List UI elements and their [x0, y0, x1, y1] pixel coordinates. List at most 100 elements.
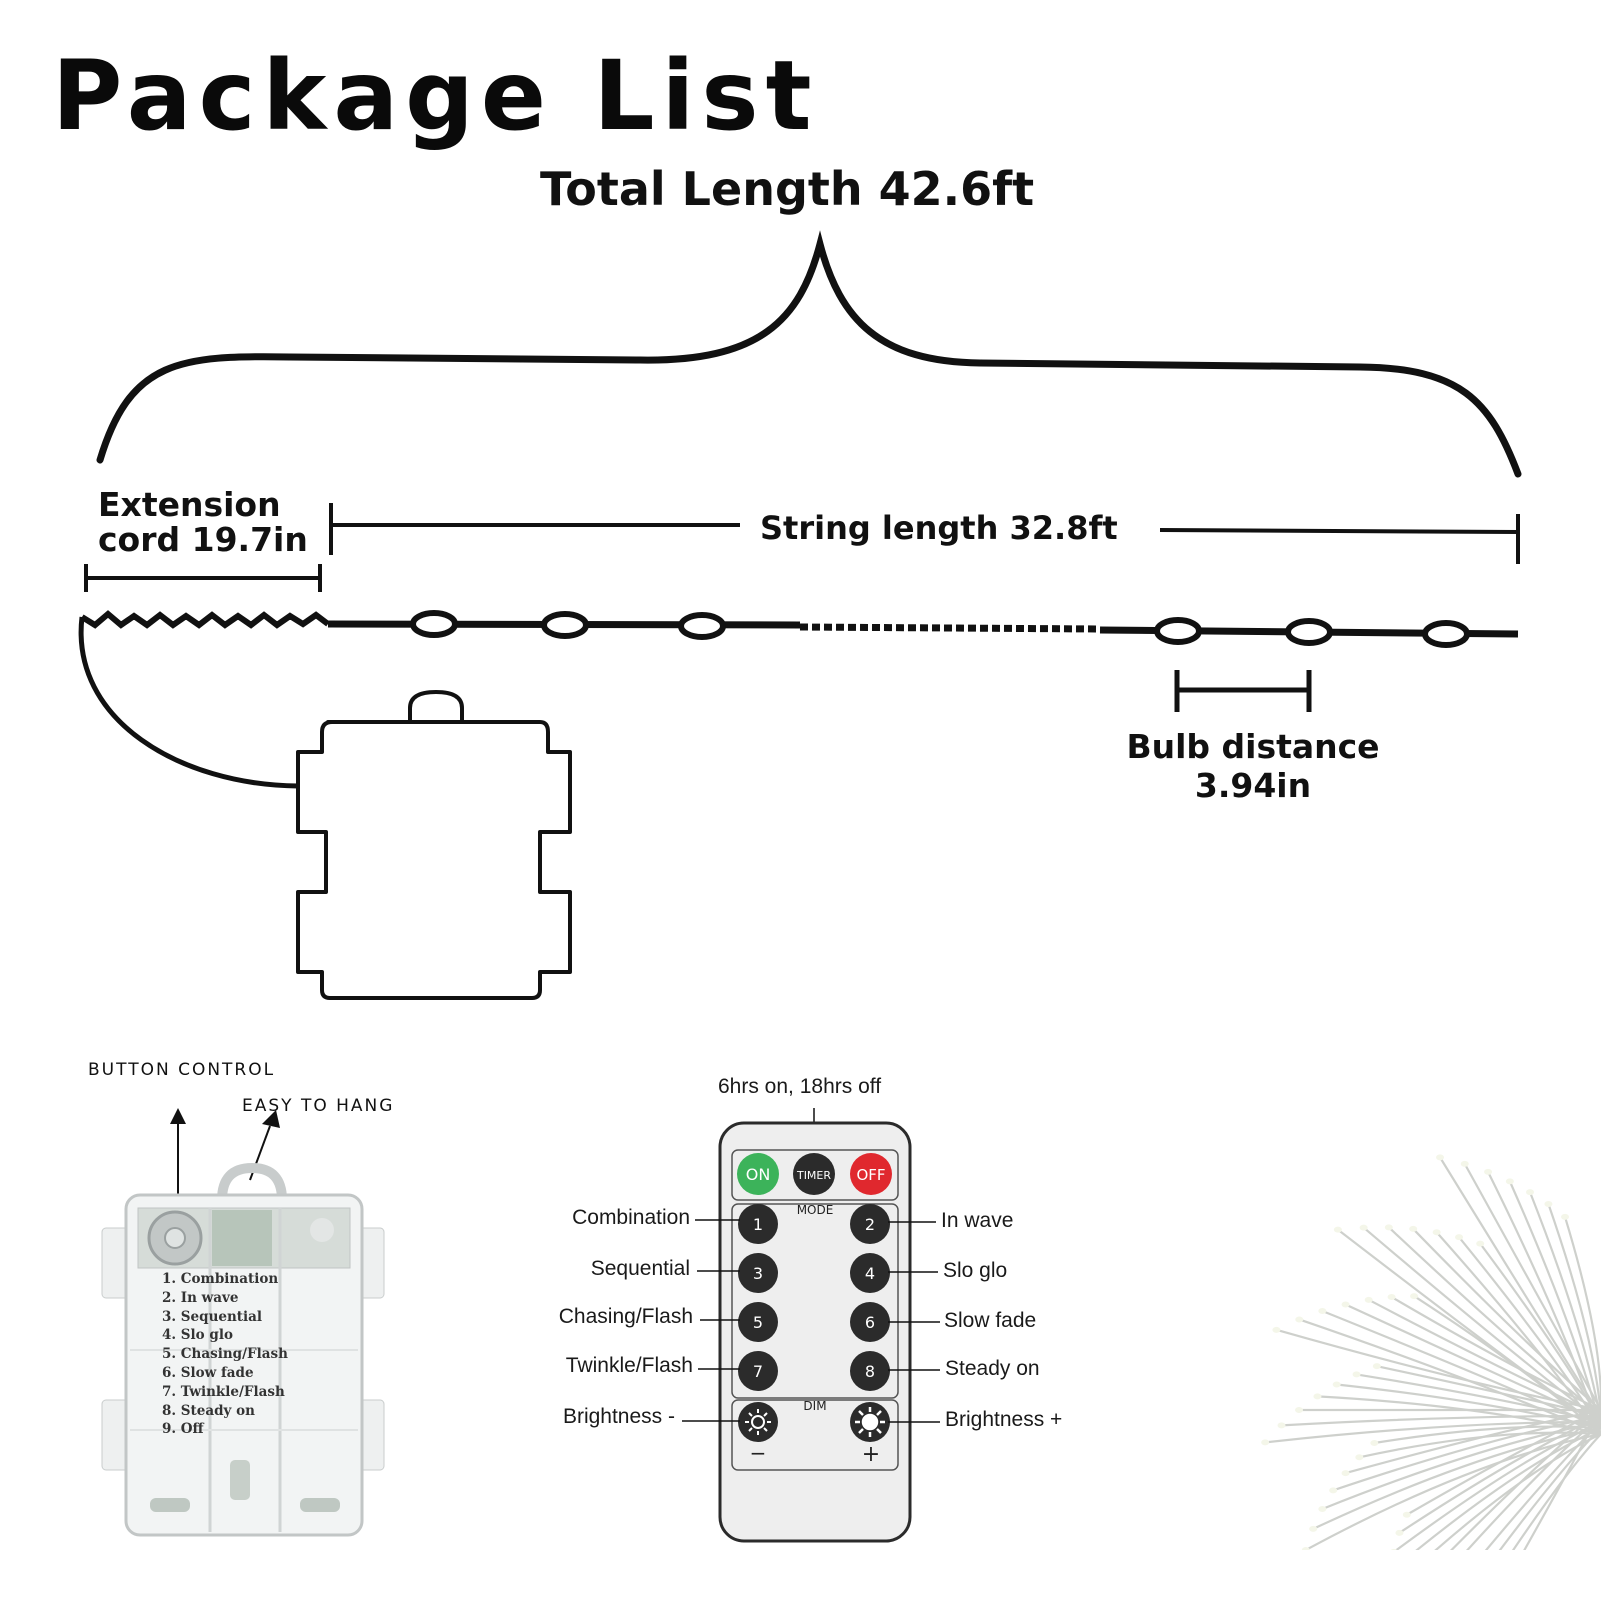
bulb-distance-line2: 3.94in	[1194, 765, 1312, 805]
mode-item: 5. Chasing/Flash	[162, 1346, 288, 1363]
wire-strand	[1362, 1226, 1601, 1423]
bulbs	[410, 610, 1470, 648]
bulb	[1154, 617, 1202, 645]
bulb	[678, 612, 726, 640]
led-dot	[1455, 1234, 1464, 1241]
wire-strand	[1463, 1163, 1601, 1411]
bulb-distance-dimension	[1174, 670, 1312, 712]
timer-button	[793, 1153, 835, 1195]
remote-label-slow-fade: Slow fade	[944, 1309, 1037, 1332]
extension-cord-line1: Extension	[98, 485, 281, 524]
led-dot	[1460, 1160, 1469, 1167]
battery-box-mode-list: 1. Combination 2. In wave 3. Sequential …	[162, 1270, 288, 1439]
wire-strand	[1523, 1409, 1601, 1550]
remote-label-slo-glo: Slo glo	[943, 1259, 1008, 1282]
page-title: Package List	[52, 40, 819, 152]
number-buttons: 1 2 3 4 5 6 7 8	[738, 1204, 890, 1391]
led-dot	[1409, 1225, 1418, 1232]
battery-box-hook	[408, 689, 464, 722]
mode-item: 1. Combination	[162, 1271, 279, 1287]
led-dot	[1261, 1439, 1270, 1446]
button-3-label: 3	[753, 1264, 763, 1283]
wire-strand	[1321, 1420, 1601, 1510]
fairy-lights-photo	[1261, 1154, 1601, 1550]
wire-strand	[1265, 1420, 1601, 1444]
mode-item: 9. Off	[162, 1421, 204, 1438]
wire-strand	[1466, 1415, 1601, 1550]
off-button-label: OFF	[856, 1166, 885, 1184]
total-length-label: Total Length 42.6ft	[540, 162, 1035, 216]
led-dot	[1370, 1440, 1379, 1447]
extension-cord-label: Extension cord 19.7in	[98, 485, 308, 559]
wire-strand	[1305, 1432, 1601, 1550]
battery-cord	[78, 616, 299, 789]
string-length-label: String length 32.8ft	[760, 509, 1118, 547]
led-dot	[1372, 1363, 1381, 1370]
wire-strand	[1337, 1228, 1601, 1429]
wire-strand	[1547, 1203, 1601, 1417]
remote-label-steady-on: Steady on	[945, 1357, 1040, 1380]
button-control-label: BUTTON CONTROL	[88, 1060, 276, 1080]
wire-strand	[1528, 1191, 1601, 1423]
brightness-minus-button	[738, 1402, 778, 1442]
button-5-label: 5	[753, 1313, 763, 1332]
dim-label: DIM	[803, 1399, 826, 1413]
remote-label-chasing: Chasing/Flash	[558, 1305, 693, 1328]
easy-to-hang-label: EASY TO HANG	[242, 1096, 395, 1116]
string-light-diagram	[78, 230, 1522, 1000]
remote-label-twinkle: Twinkle/Flash	[565, 1354, 693, 1377]
button-4-label: 4	[865, 1264, 875, 1283]
minus-sign: −	[750, 1441, 767, 1465]
on-button	[737, 1153, 779, 1195]
wire-strand	[1511, 1433, 1601, 1550]
button-8	[850, 1351, 890, 1391]
led-dot	[1390, 1548, 1397, 1550]
on-button-label: ON	[746, 1165, 771, 1184]
sun-small-icon	[745, 1409, 771, 1435]
led-dot	[1333, 1226, 1342, 1233]
bulb-distance-line1: Bulb distance	[1126, 727, 1380, 766]
button-1	[738, 1204, 778, 1244]
wire-strand	[1398, 1415, 1601, 1534]
led-dot	[1484, 1168, 1493, 1175]
led-dot	[1355, 1454, 1364, 1461]
mode-item: 6. Slow fade	[162, 1364, 254, 1381]
led-dot	[1277, 1422, 1286, 1429]
led-dot	[1359, 1224, 1368, 1231]
wire-strand	[1388, 1226, 1601, 1417]
mode-item: 8. Steady on	[162, 1402, 255, 1419]
wire-strand	[1439, 1156, 1601, 1417]
led-dot	[1309, 1525, 1318, 1532]
led-dot	[1313, 1393, 1322, 1400]
button-4	[850, 1253, 890, 1293]
led-dot	[1332, 1381, 1341, 1388]
led-dot	[1410, 1293, 1419, 1300]
battery-box-photo	[101, 1108, 385, 1537]
remote-label-sequential: Sequential	[590, 1257, 690, 1280]
led-dot	[1526, 1189, 1535, 1196]
timer-note: 6hrs on, 18hrs off	[718, 1075, 882, 1098]
string-length-dimension	[329, 503, 1520, 564]
button-7-label: 7	[753, 1362, 763, 1381]
remote-label-brightness-plus: Brightness +	[945, 1408, 1063, 1431]
led-dot	[1561, 1213, 1570, 1220]
wire-strand	[1412, 1228, 1601, 1411]
wire-strand	[1406, 1409, 1601, 1516]
sun-large-icon	[855, 1407, 885, 1437]
bulb	[1422, 620, 1470, 648]
wire-strand	[1281, 1414, 1601, 1427]
led-dot	[1341, 1301, 1350, 1308]
led-dot	[1301, 1546, 1310, 1550]
button-8-label: 8	[865, 1362, 875, 1381]
led-dot	[1432, 1229, 1441, 1236]
button-7	[738, 1351, 778, 1391]
mode-item: 4. Slo glo	[162, 1327, 233, 1344]
extension-cord-line2: cord 19.7in	[98, 519, 308, 559]
led-dot	[1402, 1511, 1411, 1518]
mode-label: MODE	[797, 1203, 834, 1217]
mode-item: 2. In wave	[162, 1289, 239, 1306]
button-6	[850, 1302, 890, 1342]
wire-strand	[1498, 1427, 1601, 1550]
wire-strand	[1332, 1414, 1601, 1492]
button-2-label: 2	[865, 1215, 875, 1234]
